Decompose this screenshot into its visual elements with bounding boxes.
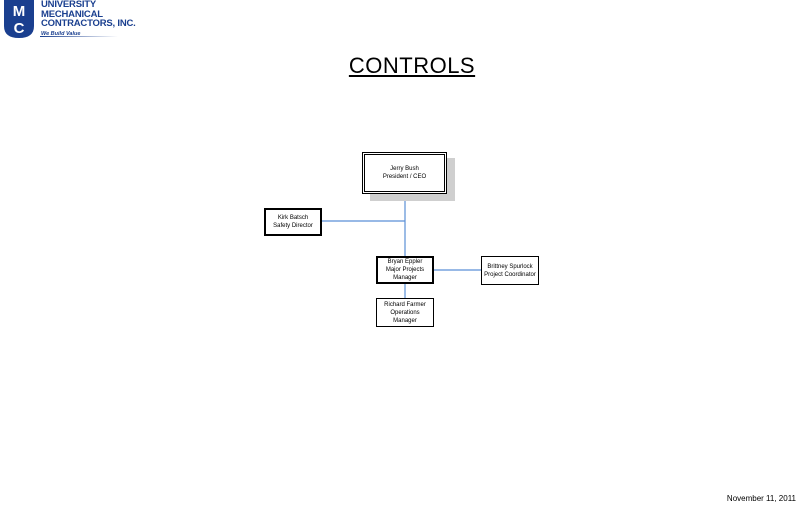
org-node-project-coordinator: Brittney Spurlock Project Coordinator (481, 256, 539, 285)
org-node-major-projects-manager: Bryan Eppler Major Projects Manager (376, 256, 434, 284)
ops-role: Operations (390, 309, 420, 316)
footer-date: November 11, 2011 (726, 494, 796, 503)
major-role-2: Manager (393, 275, 417, 281)
safety-name: Kirk Batsch (277, 215, 309, 221)
svg-text:C: C (14, 20, 25, 37)
org-node-safety-director: Kirk Batsch Safety Director (264, 208, 322, 236)
coordinator-name: Brittney Spurlock (487, 263, 533, 270)
major-role: Major Projects (385, 267, 425, 273)
ceo-name: Jerry Bush (390, 166, 419, 172)
svg-text:M: M (13, 3, 26, 20)
major-name: Bryan Eppler (387, 259, 423, 265)
coordinator-role: Project Coordinator (484, 271, 536, 278)
org-node-operations-manager: Richard Farmer Operations Manager (376, 298, 434, 327)
ops-role-2: Manager (393, 317, 417, 324)
logo-wordmark: UNIVERSITY MECHANICAL CONTRACTORS, INC. … (41, 0, 136, 37)
page-title: CONTROLS (348, 53, 476, 78)
ops-name: Richard Farmer (384, 301, 426, 308)
logo-divider (40, 36, 118, 37)
logo-tagline: We Build Value (41, 30, 81, 37)
company-logo: M C UNIVERSITY MECHANICAL CONTRACTORS, I… (0, 0, 136, 40)
safety-role: Safety Director (273, 223, 313, 229)
ceo-role: President / CEO (382, 174, 427, 180)
logo-line-2: MECHANICAL (41, 8, 103, 20)
org-node-ceo: Jerry Bush President / CEO (362, 152, 447, 194)
logo-line-1: UNIVERSITY (41, 0, 97, 10)
mc-badge-icon: M C (4, 0, 34, 38)
logo-line-3: CONTRACTORS, INC. (41, 18, 136, 29)
